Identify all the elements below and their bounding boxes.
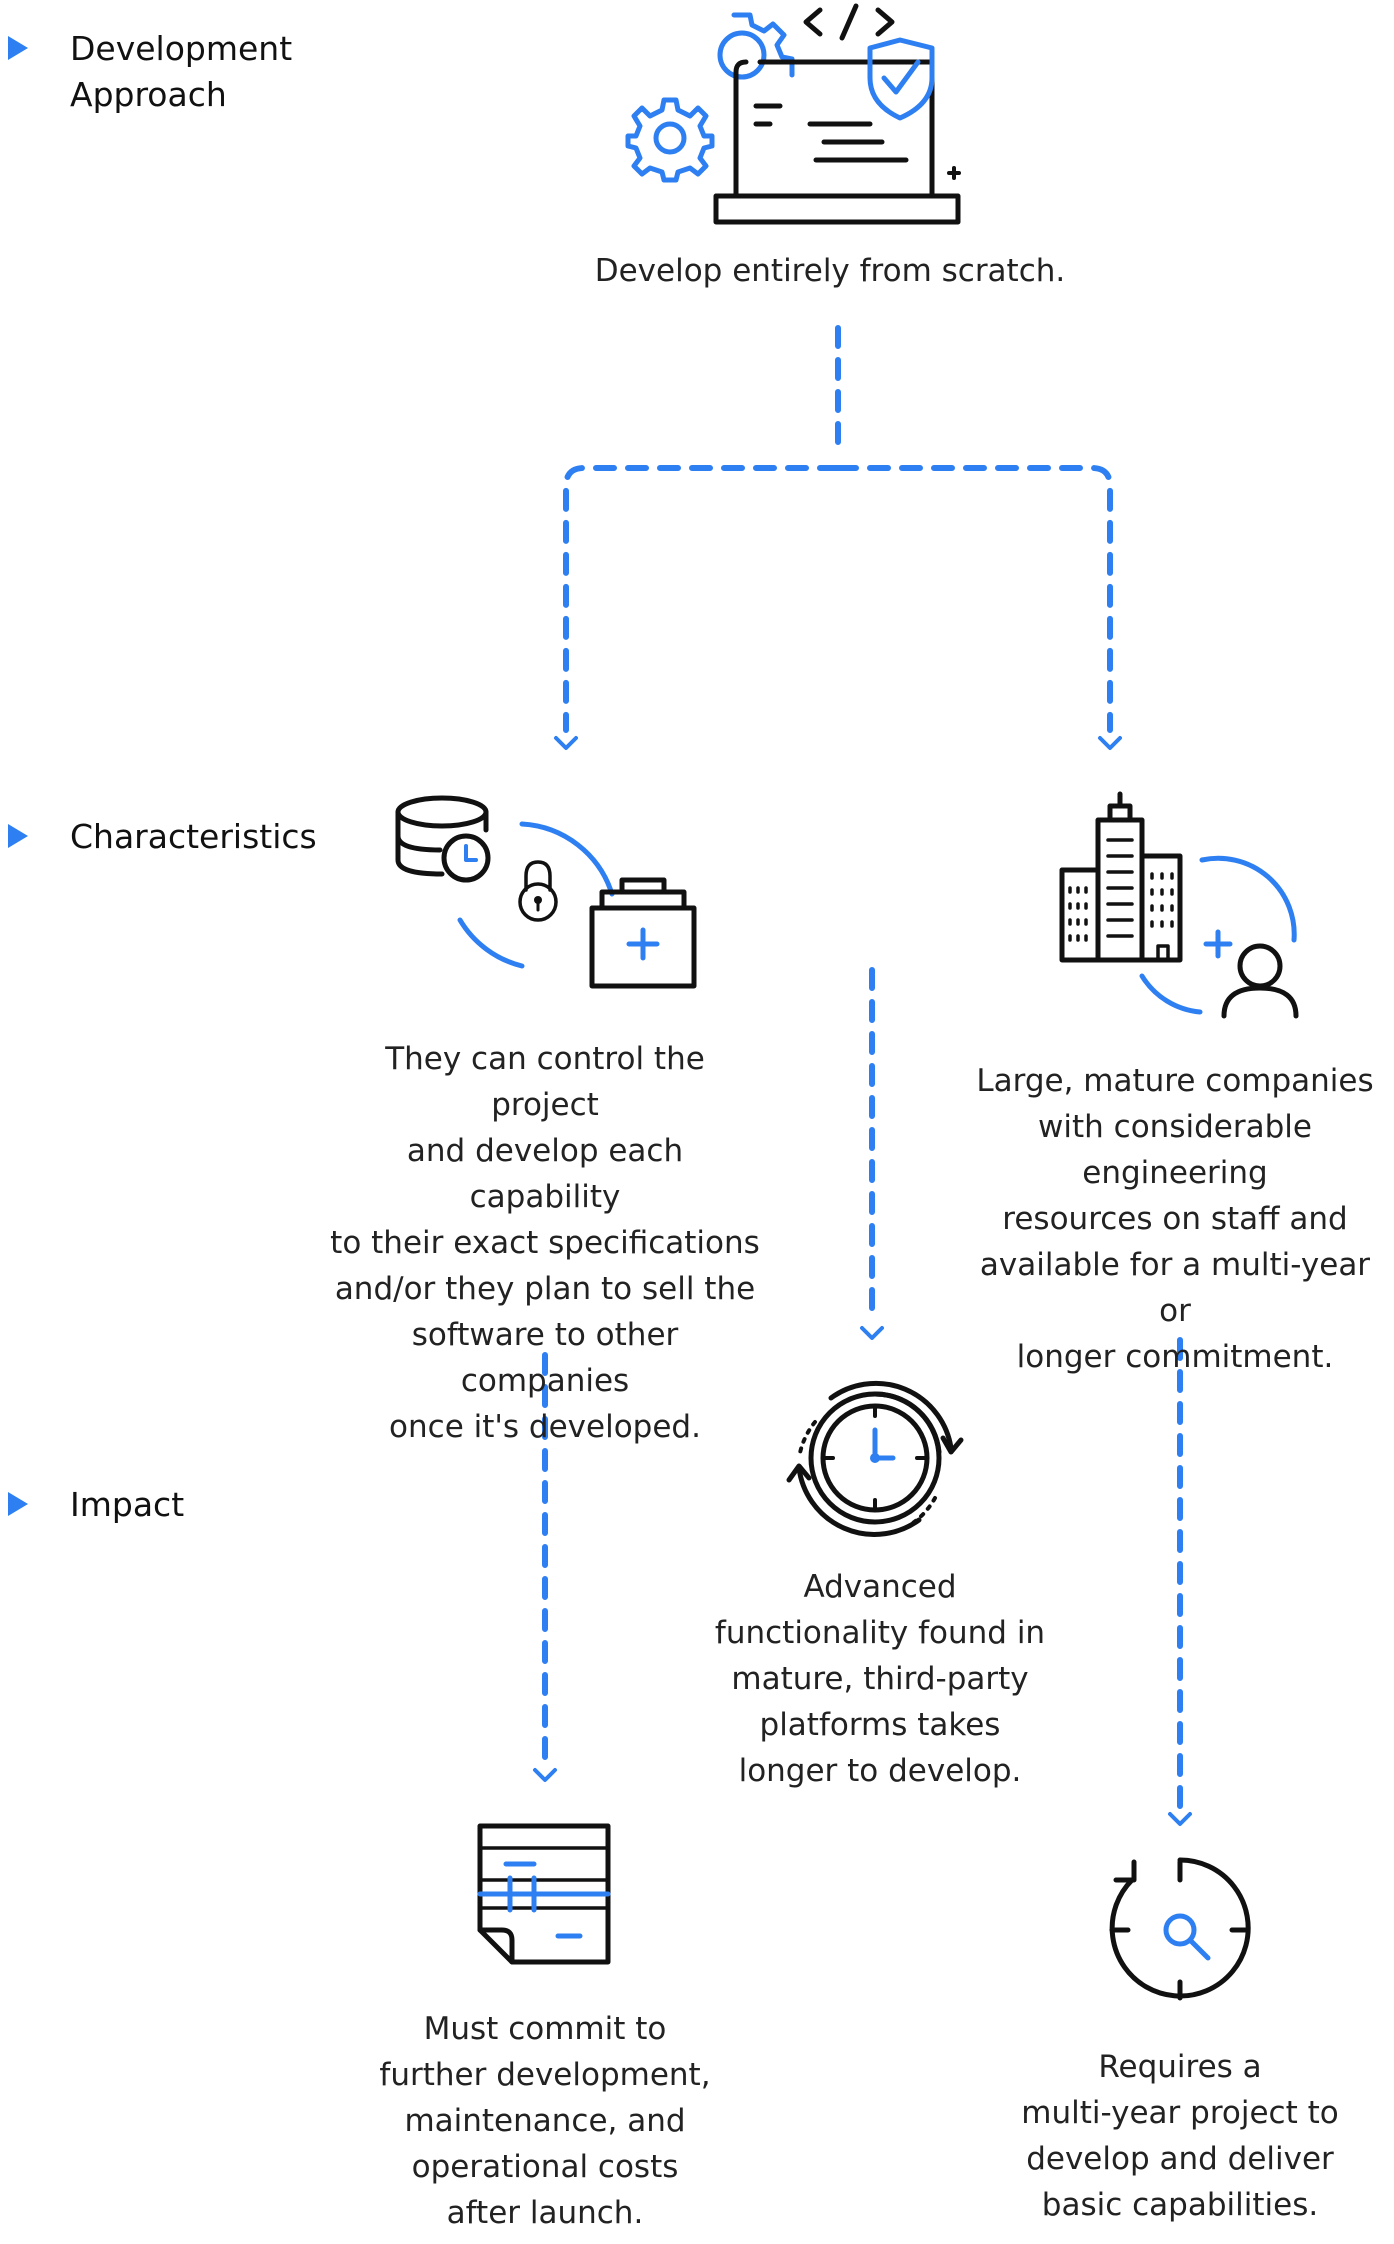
arrow-down-icon [1098, 736, 1122, 750]
text-line: Requires a [1098, 2049, 1262, 2085]
approach-text: Develop entirely from scratch. [594, 253, 1066, 289]
section-marker-icon [8, 824, 28, 848]
text-line: available for a multi-year or [979, 1247, 1371, 1329]
text-line: They can control the project [385, 1041, 705, 1123]
laptop-code-gears-shield-icon [625, 3, 961, 225]
text-line: maintenance, and [404, 2103, 686, 2139]
text-line: longer to develop. [738, 1753, 1022, 1789]
section-label-line: Approach [70, 75, 227, 114]
spreadsheet-document-icon [477, 1823, 611, 1965]
text-line: basic capabilities. [1041, 2187, 1319, 2223]
text-line: mature, third-party [731, 1661, 1029, 1697]
text-line: after launch. [446, 2195, 644, 2231]
text-line: to their exact specifications [330, 1225, 760, 1261]
impact-left-text: Must commit to further development, main… [345, 2006, 745, 2236]
text-line: functionality found in [714, 1615, 1046, 1651]
characteristics-right-text: Large, mature companies with considerabl… [960, 1058, 1390, 1380]
text-line: once it's developed. [389, 1409, 701, 1445]
section-label-impact: Impact [70, 1485, 185, 1524]
characteristics-left-text: They can control the project and develop… [330, 1036, 760, 1450]
text-line: Must commit to [423, 2011, 667, 2047]
text-line: software to other companies [411, 1317, 679, 1399]
arrow-down-icon [554, 736, 578, 750]
text-line: resources on staff and [1002, 1201, 1348, 1237]
connector-left-branch [563, 465, 841, 733]
text-line: develop and deliver [1026, 2141, 1334, 2177]
section-marker-icon [8, 1492, 28, 1516]
text-line: and/or they plan to sell the [334, 1271, 756, 1307]
impact-middle-text: Advanced functionality found in mature, … [680, 1564, 1080, 1794]
section-label-development-approach: Development Approach [70, 26, 292, 118]
timer-search-icon [1109, 1857, 1251, 2001]
section-label-characteristics: Characteristics [70, 817, 317, 856]
text-line: further development, [379, 2057, 711, 2093]
section-label-line: Development [70, 29, 293, 68]
text-line: and develop each capability [406, 1133, 684, 1215]
text-line: platforms takes [759, 1707, 1001, 1743]
text-line: Advanced [803, 1569, 957, 1605]
text-line: operational costs [411, 2149, 679, 2185]
arrow-down-icon [533, 1768, 557, 1782]
impact-right-text: Requires a multi-year project to develop… [980, 2044, 1380, 2228]
connector-right-branch [835, 465, 1113, 733]
clock-cycle-icon [786, 1380, 964, 1537]
buildings-person-icon [1059, 791, 1299, 1019]
section-marker-icon [8, 36, 28, 60]
text-line: with considerable engineering [1038, 1109, 1312, 1191]
arrow-down-icon [860, 1326, 884, 1340]
database-lock-briefcase-icon [395, 795, 697, 989]
text-line: multi-year project to [1021, 2095, 1339, 2131]
text-line: longer commitment. [1016, 1339, 1334, 1375]
arrow-down-icon [1168, 1812, 1192, 1826]
text-line: Large, mature companies [976, 1063, 1374, 1099]
